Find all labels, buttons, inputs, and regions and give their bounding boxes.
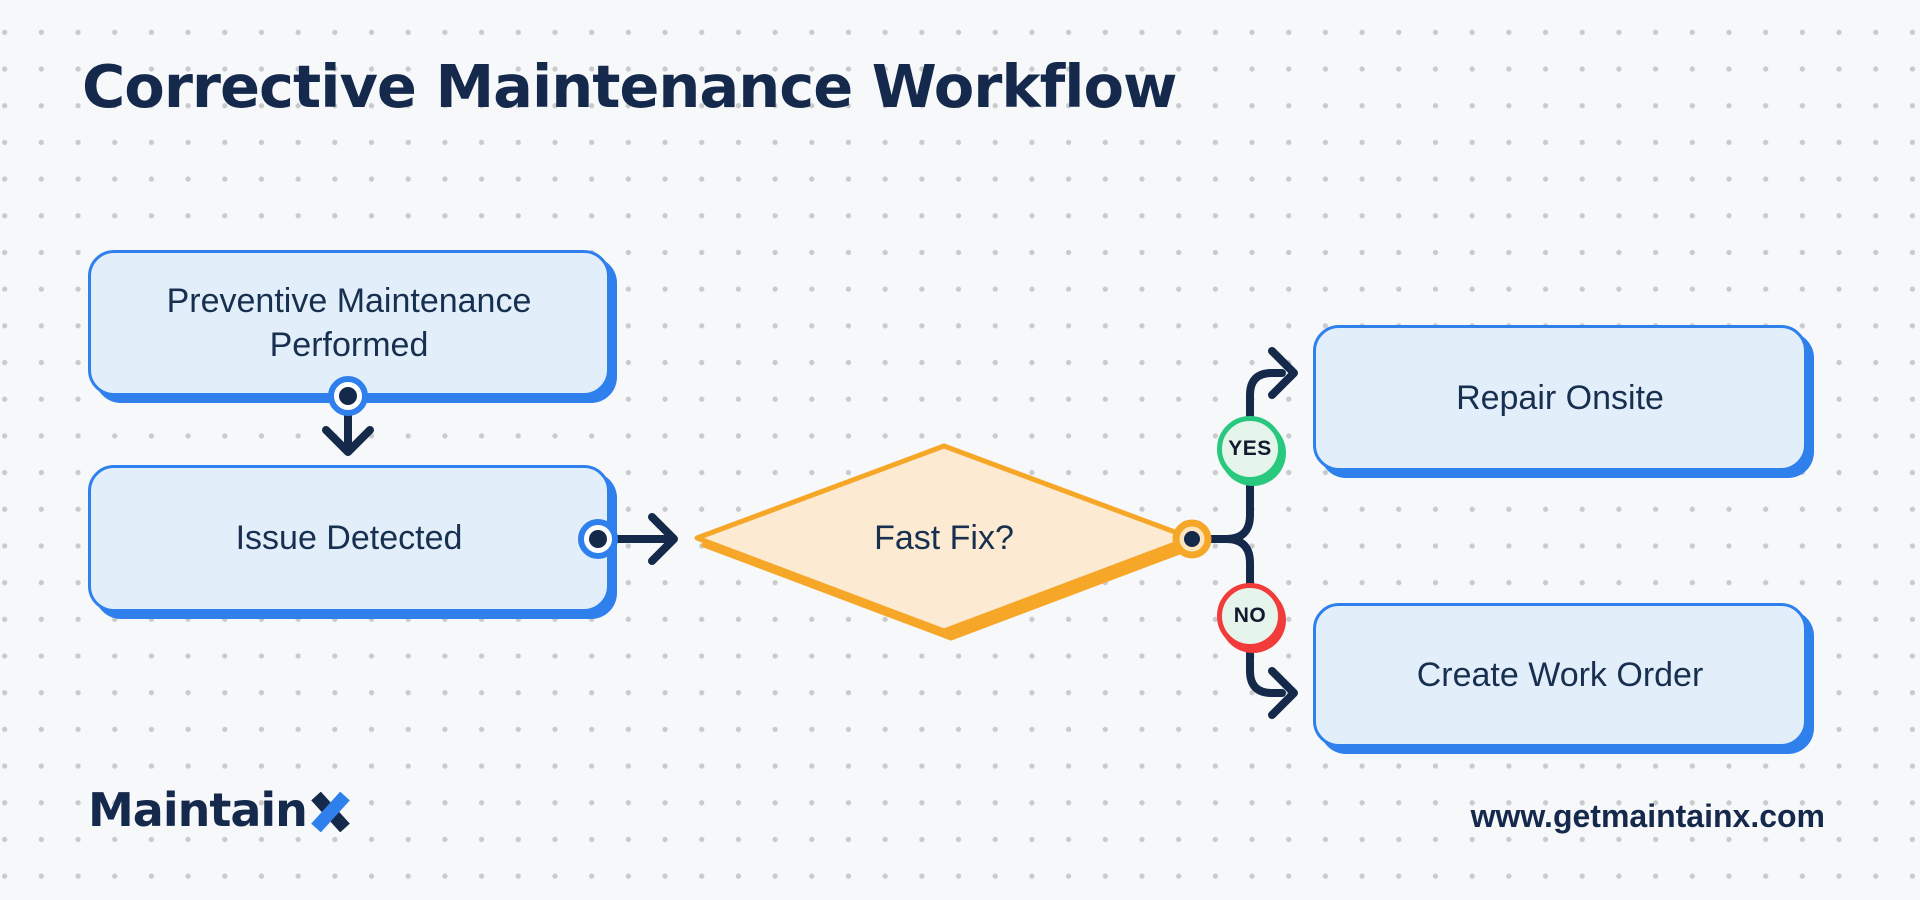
- node-repair-onsite: Repair Onsite: [1313, 325, 1807, 471]
- arrow-right-icon: [1268, 667, 1298, 719]
- node-label: Create Work Order: [1416, 655, 1704, 694]
- connector-preventive-to-issue: [322, 394, 374, 456]
- maintainx-logo-x-icon: [311, 792, 350, 832]
- maintainx-logo-text: Maintain: [88, 783, 308, 837]
- arrow-right-icon: [648, 513, 678, 565]
- node-create-work-order: Create Work Order: [1313, 603, 1807, 747]
- port-dot-fastfix-right: [1172, 519, 1212, 559]
- arrow-right-icon: [1268, 347, 1298, 399]
- node-label: Preventive Maintenance Performed: [166, 281, 532, 364]
- arrow-down-icon: [322, 426, 374, 456]
- maintainx-logo: Maintain: [88, 783, 351, 837]
- decision-label-text: Fast Fix?: [874, 518, 1014, 557]
- node-issue-detected: Issue Detected: [88, 465, 610, 612]
- yes-badge-label: YES: [1228, 437, 1272, 460]
- no-badge-label: NO: [1233, 604, 1267, 627]
- website-url: www.getmaintainx.com: [1470, 798, 1825, 834]
- connector-issue-to-fastfix: [598, 513, 678, 565]
- node-label: Repair Onsite: [1456, 378, 1664, 417]
- no-badge: NO: [1217, 583, 1283, 649]
- yes-badge: YES: [1217, 416, 1283, 482]
- node-label: Issue Detected: [235, 519, 463, 558]
- page-title: Corrective Maintenance Workflow: [82, 52, 1178, 121]
- node-preventive-maintenance: Preventive Maintenance Performed: [88, 250, 610, 396]
- decision-fast-fix-label: Fast Fix?: [794, 514, 1094, 562]
